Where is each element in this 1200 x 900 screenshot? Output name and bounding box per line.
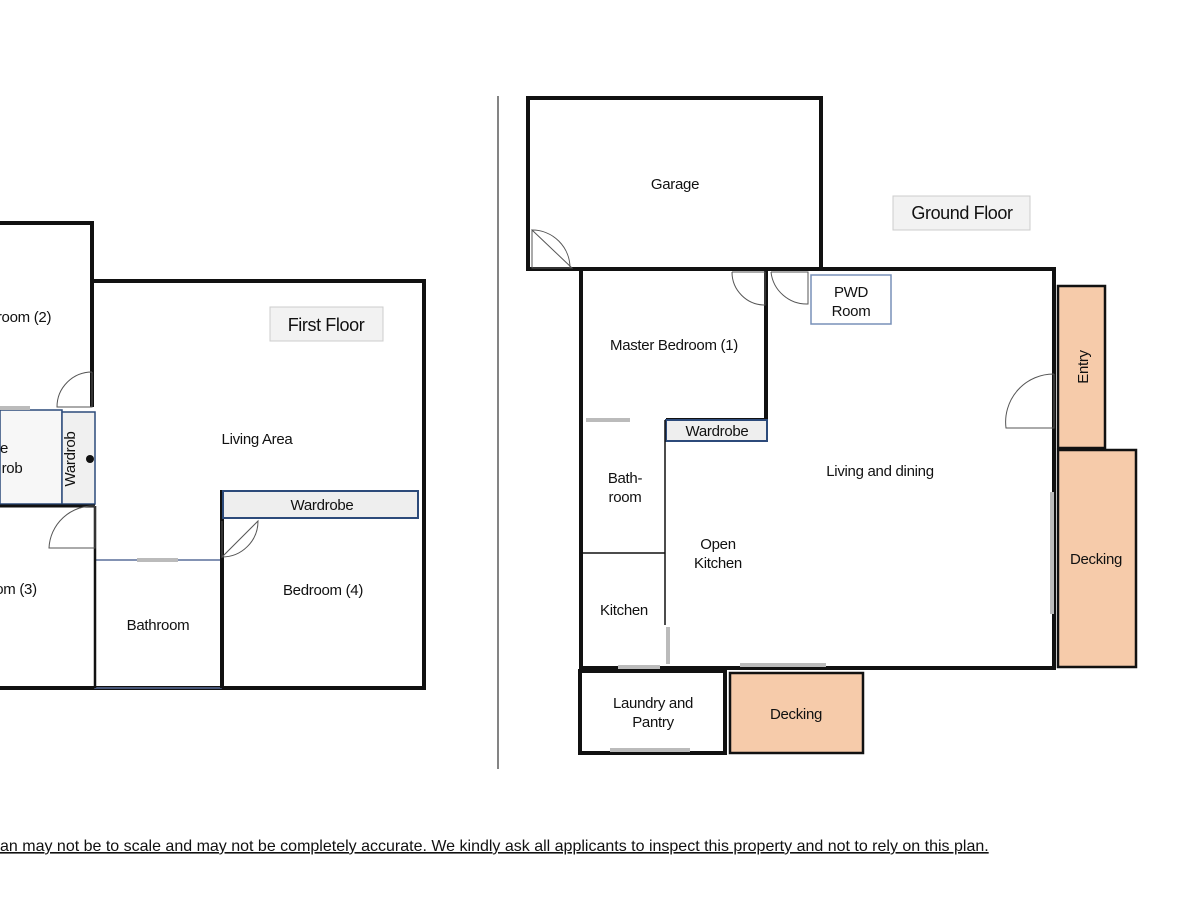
wardrobe-partial-label-2: rob	[2, 460, 23, 477]
wardrobe-ground	[665, 419, 768, 442]
door-knob-icon	[86, 455, 94, 463]
entry-area	[1056, 284, 1107, 450]
bedroom-4-label: Bedroom (4)	[283, 582, 363, 599]
door-icon	[1005, 373, 1055, 429]
first-floor-badge	[269, 306, 384, 342]
master-bedroom-label: Master Bedroom (1)	[610, 337, 738, 354]
decking-right	[1056, 448, 1138, 669]
door-icon	[731, 271, 766, 306]
open-kitchen-label-2: Kitchen	[694, 555, 742, 572]
ground-floor-badge	[892, 195, 1031, 231]
door-icon	[48, 505, 96, 549]
door-icon	[221, 519, 259, 559]
laundry-label-1: Laundry and	[613, 695, 693, 712]
kitchen-label: Kitchen	[600, 602, 648, 619]
door-icon	[770, 271, 809, 305]
bedroom-3-label: om (3)	[0, 581, 37, 598]
door-icon	[531, 228, 574, 269]
door-icon	[56, 371, 93, 408]
decking-bottom	[728, 671, 865, 755]
living-dining-label: Living and dining	[826, 463, 934, 480]
first-floor-title: First Floor	[288, 315, 365, 335]
pwd-label-1: PWD	[834, 284, 869, 301]
pwd-label-2: Room	[832, 303, 871, 320]
wardrobe-partial-label-1: e	[0, 440, 8, 457]
ground-floor-plan: Ground Floor Garage PWD Room Master Bedr…	[526, 96, 1138, 755]
open-kitchen-label-1: Open	[700, 536, 736, 553]
ground-floor-title: Ground Floor	[911, 203, 1013, 223]
wardrobe-ground-label: Wardrobe	[686, 423, 749, 440]
decking-bottom-label: Decking	[770, 706, 822, 723]
door-arc	[531, 229, 571, 269]
wardrobe-label: Wardrobe	[291, 497, 354, 514]
garage-label: Garage	[651, 176, 699, 193]
pwd-room-box	[810, 274, 892, 325]
bathroom-label-1: Bath-	[608, 470, 643, 487]
laundry-label-2: Pantry	[632, 714, 674, 731]
first-floor-plan: First Floor room (2) e rob Wardrob Livin…	[0, 221, 426, 690]
bedroom-2-walls	[0, 221, 94, 407]
bathroom-label-2: room	[609, 489, 642, 506]
bedroom-2-label: room (2)	[0, 309, 51, 326]
decking-right-label: Decking	[1070, 551, 1122, 568]
entry-label: Entry	[1075, 349, 1092, 383]
bathroom-label: Bathroom	[127, 617, 190, 634]
disclaimer-text: an may not be to scale and may not be co…	[0, 838, 989, 855]
living-area-label: Living Area	[222, 431, 294, 448]
wardrobe-vertical-label: Wardrob	[62, 432, 79, 487]
house-walls	[579, 267, 1056, 670]
wardrobe-bedroom-4	[222, 490, 419, 519]
laundry-walls	[578, 669, 727, 755]
wardrobe-left	[0, 409, 63, 505]
